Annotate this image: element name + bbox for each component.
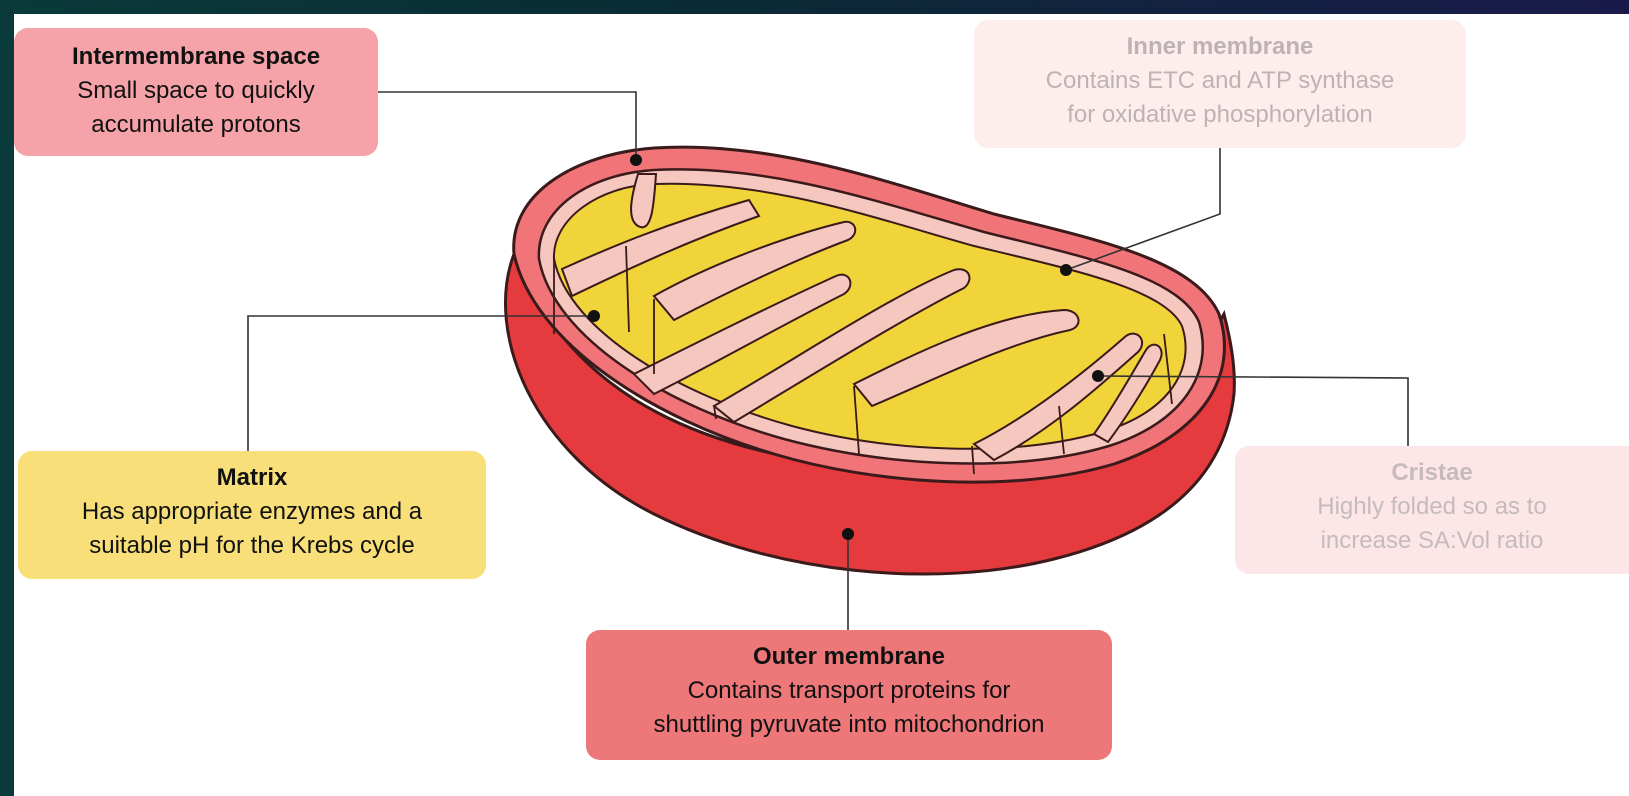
callout-title: Cristae [1247,456,1617,490]
dot-outer-membrane [842,528,854,540]
diagram-canvas: Intermembrane space Small space to quick… [14,14,1629,796]
dot-matrix [588,310,600,322]
dot-intermembrane [630,154,642,166]
leader-intermembrane [378,92,636,160]
dot-cristae [1092,370,1104,382]
callout-cristae: Cristae Highly folded so as to increase … [1235,446,1629,574]
callout-description: Contains transport proteins for shuttlin… [598,674,1100,742]
callout-title: Inner membrane [986,30,1454,64]
callout-description: Small space to quickly accumulate proton… [24,74,368,142]
callout-outer-membrane: Outer membrane Contains transport protei… [586,630,1112,760]
callout-description: Has appropriate enzymes and a suitable p… [30,495,474,563]
callout-matrix: Matrix Has appropriate enzymes and a sui… [18,451,486,579]
callout-description: Highly folded so as to increase SA:Vol r… [1247,490,1617,558]
callout-inner-membrane: Inner membrane Contains ETC and ATP synt… [974,20,1466,148]
callout-title: Outer membrane [598,640,1100,674]
dot-inner-membrane [1060,264,1072,276]
callout-description: Contains ETC and ATP synthase for oxidat… [986,64,1454,132]
callout-title: Intermembrane space [24,40,368,74]
callout-intermembrane-space: Intermembrane space Small space to quick… [14,28,378,156]
callout-title: Matrix [30,461,474,495]
